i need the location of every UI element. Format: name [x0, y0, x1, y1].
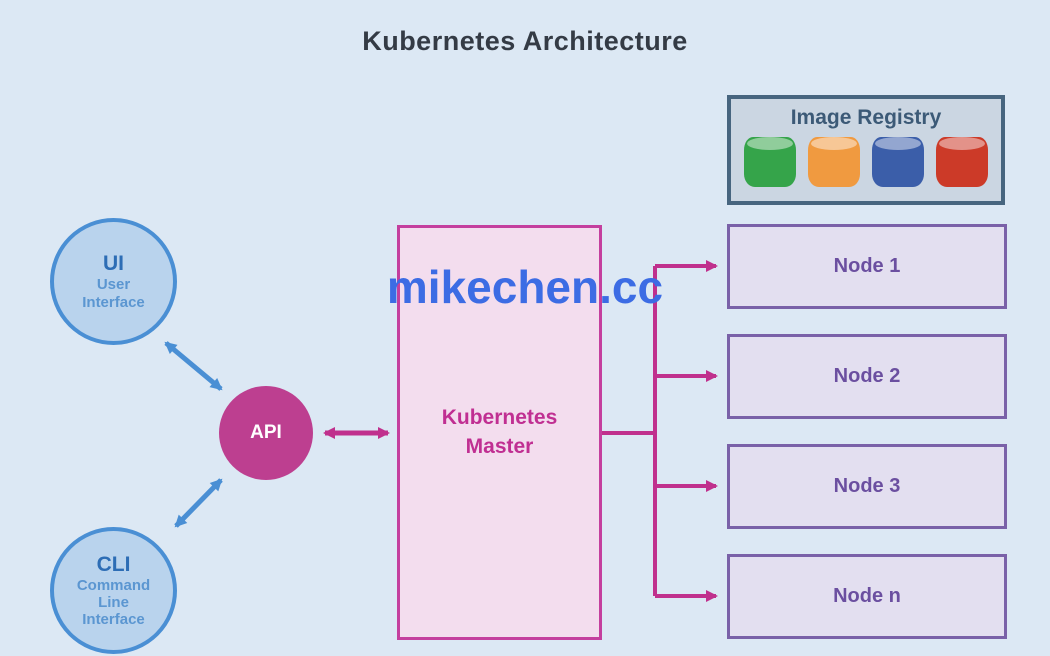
- cli-api-arrow: [174, 478, 223, 528]
- watermark-text: mikechen.cc: [386, 261, 664, 313]
- node-3-box: Node 3: [727, 444, 1007, 529]
- diagram-title: Kubernetes Architecture: [362, 26, 688, 56]
- node-n-label: Node n: [833, 585, 901, 607]
- cli-circle: CLI Command Line Interface: [50, 527, 177, 654]
- registry-cylinders-row: [731, 137, 1001, 187]
- node-n-box: Node n: [727, 554, 1007, 639]
- ui-circle-subtitle-line1: User: [96, 276, 131, 294]
- cli-circle-subtitle-line2: Line: [98, 593, 129, 611]
- cli-circle-subtitle-line3: Interface: [82, 611, 145, 629]
- api-circle: API: [219, 386, 313, 480]
- node-2-label: Node 2: [833, 365, 901, 387]
- node-1-label: Node 1: [833, 255, 901, 277]
- image-registry-label: Image Registry: [790, 106, 942, 129]
- ui-circle: UI User Interface: [50, 218, 177, 345]
- node-1-box: Node 1: [727, 224, 1007, 309]
- api-label: API: [250, 422, 282, 443]
- ui-api-arrow: [164, 341, 223, 391]
- database-cylinder-orange-icon: [808, 137, 860, 187]
- ui-circle-title: UI: [103, 252, 124, 276]
- cli-circle-title: CLI: [96, 552, 131, 576]
- kubernetes-master-box: Kubernetes Master: [397, 225, 602, 640]
- database-cylinder-green-icon: [744, 137, 796, 187]
- image-registry-box: Image Registry: [727, 95, 1005, 205]
- kubernetes-master-label-line1: Kubernetes: [441, 406, 558, 430]
- cli-circle-subtitle-line1: Command: [76, 576, 151, 594]
- kubernetes-master-label-line2: Master: [465, 434, 534, 458]
- node-3-label: Node 3: [833, 475, 901, 497]
- database-cylinder-blue-icon: [872, 137, 924, 187]
- master-nodes-connector: [602, 266, 657, 596]
- kubernetes-master-label: Kubernetes Master: [442, 404, 558, 461]
- ui-circle-subtitle-line2: Interface: [82, 293, 145, 311]
- database-cylinder-red-icon: [936, 137, 988, 187]
- node-2-box: Node 2: [727, 334, 1007, 419]
